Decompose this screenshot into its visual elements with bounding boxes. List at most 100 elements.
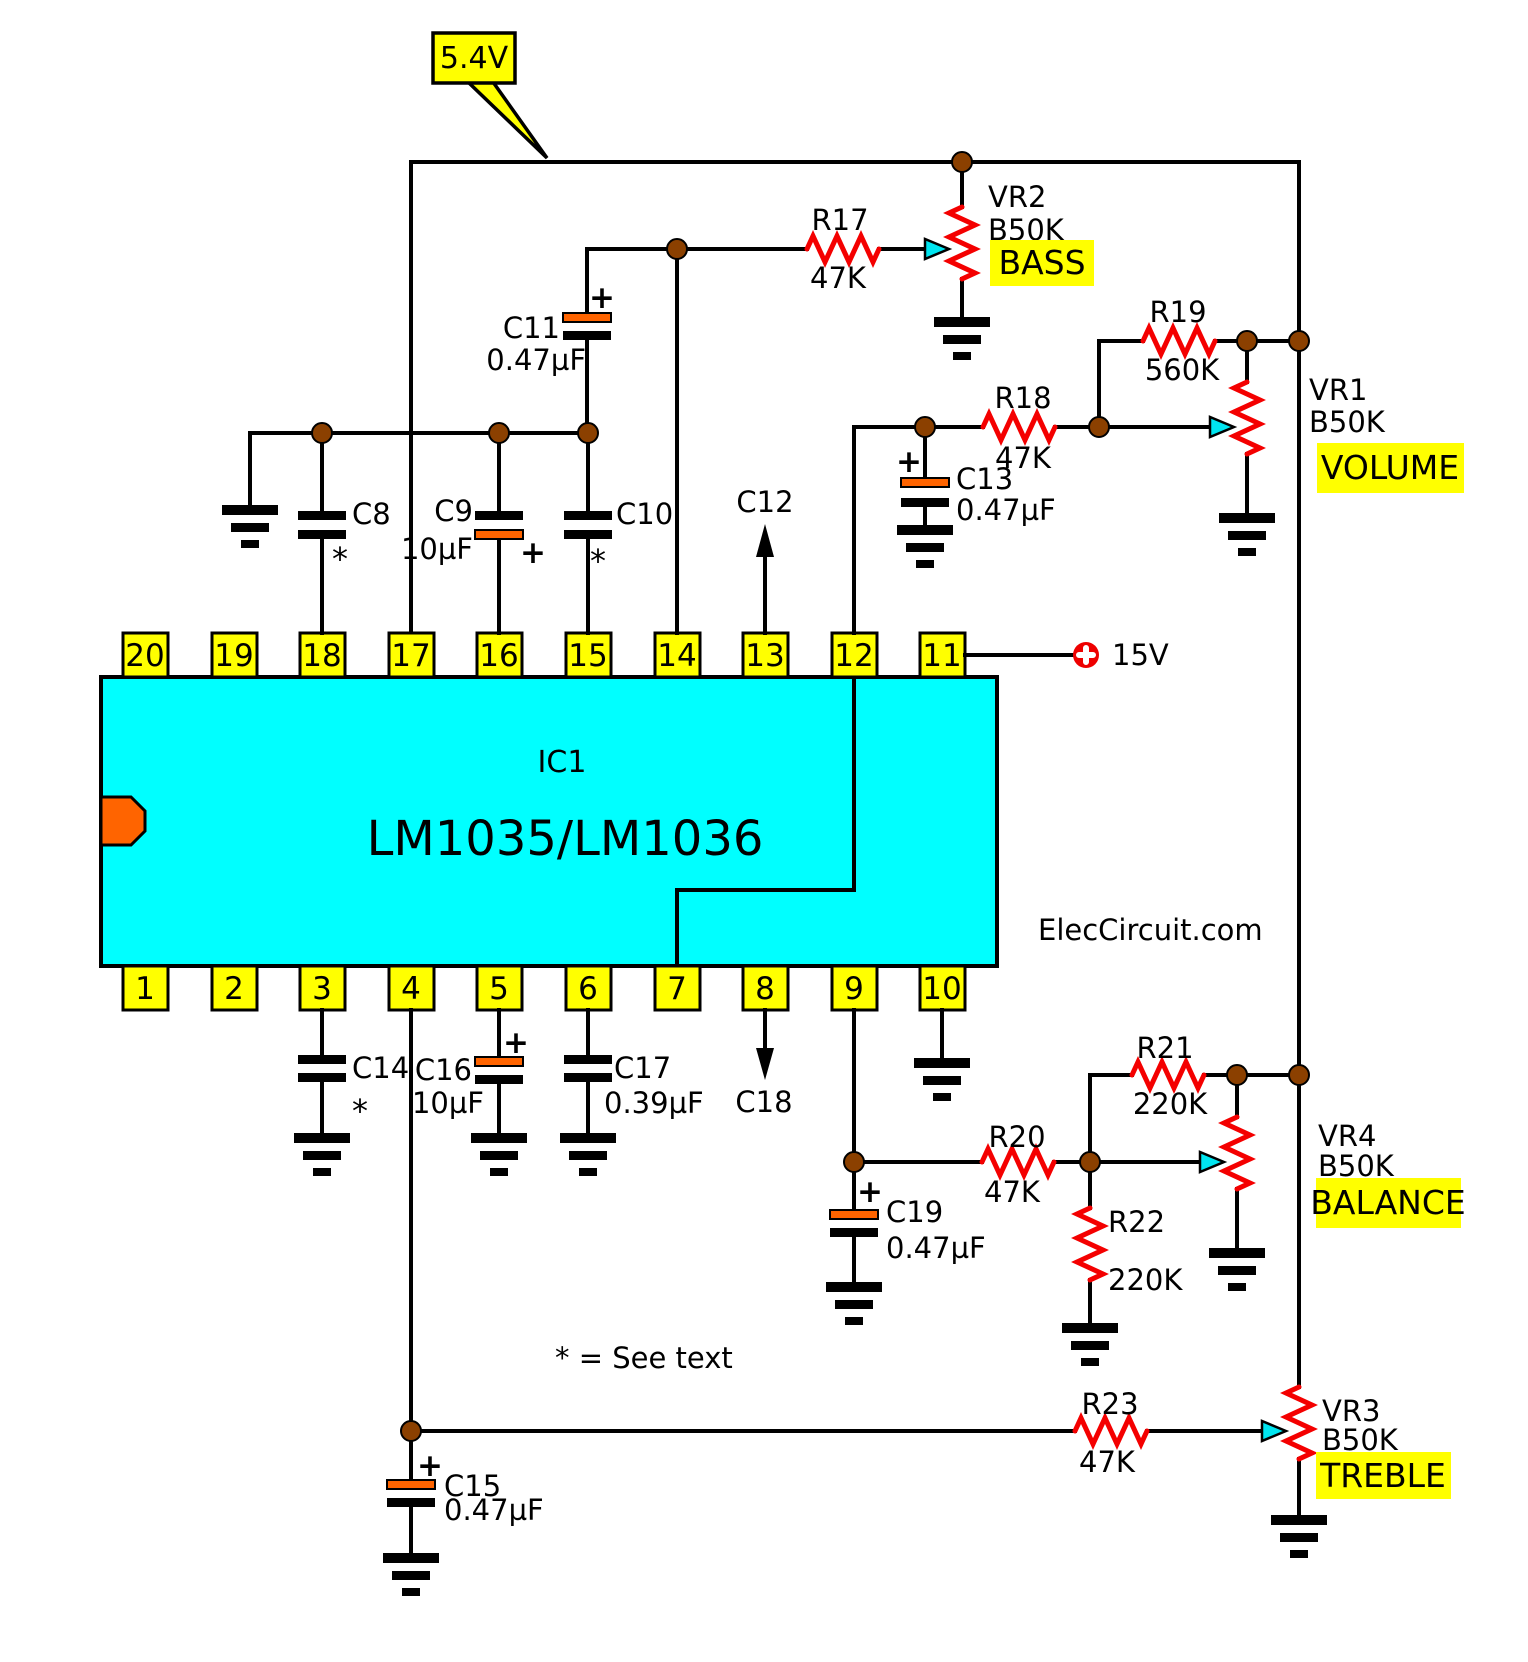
callout-box [431, 31, 517, 85]
resistor-r21: R21 220K [1088, 1031, 1301, 1164]
bypass-bus [222, 431, 590, 548]
ic-ref: IC1 [538, 745, 587, 780]
r20-ref: R20 [988, 1120, 1045, 1154]
pot-vr3-treble: VR3 B50K TREBLE [1260, 1387, 1451, 1558]
vr1-value: B50K [1309, 405, 1386, 439]
ic-pin-8: 8 [741, 964, 790, 1012]
c11-polarity: + [589, 280, 615, 316]
pin-number: 10 [922, 971, 961, 1007]
ic-part-number: LM1035/LM1036 [367, 811, 764, 867]
capacitor-c15: + C15 0.47µF [383, 1008, 544, 1596]
supply-15v: 15V [963, 638, 1169, 672]
capacitor-c14: C14 * [294, 1008, 409, 1176]
c19-value: 0.47µF [886, 1231, 986, 1265]
capacitor-c17: C17 0.39µF [560, 1008, 704, 1176]
pin-number: 2 [224, 971, 244, 1007]
ic-pin-19: 19 [210, 631, 259, 679]
capacitor-c11: + C11 0.47µF [486, 247, 679, 435]
down-arrow-icon [756, 1048, 774, 1080]
c12-ref: C12 [736, 485, 793, 519]
r18-value: 47K [995, 441, 1052, 475]
supply-bus-wires [409, 160, 1301, 1389]
bass-highlight [990, 240, 1094, 286]
pin-number: 11 [922, 638, 961, 674]
c13-ref: C13 [956, 462, 1013, 496]
pin-number: 18 [302, 638, 341, 674]
vr3-ref: VR3 [1322, 1394, 1380, 1428]
pin-number: 6 [578, 971, 598, 1007]
c14-note: * [352, 1092, 368, 1130]
r21-value: 220K [1133, 1087, 1208, 1121]
ic-pin1-notch-icon [99, 795, 147, 847]
pin-number: 1 [135, 971, 155, 1007]
ic-pin-6: 6 [564, 964, 613, 1012]
ic-pin-10: 10 [918, 964, 967, 1012]
plus-glyph [1076, 645, 1096, 665]
ic-pin-1: 1 [121, 964, 170, 1012]
balance-label: BALANCE [1310, 1183, 1466, 1222]
c16-ref: C16 [415, 1053, 472, 1087]
c8-note: * [332, 540, 348, 578]
c15-value: 0.47µF [444, 1493, 544, 1527]
callout-voltage-text: 5.4V [440, 41, 509, 76]
c13-polarity: + [896, 444, 922, 480]
c11-leads [585, 247, 679, 435]
pin-number: 8 [755, 971, 775, 1007]
pin-number: 4 [401, 971, 421, 1007]
volume-highlight [1317, 443, 1464, 493]
junction-dots [311, 151, 1310, 1442]
capacitor-c18: C18 [735, 1008, 793, 1119]
balance-highlight [1316, 1178, 1461, 1228]
pin-number: 20 [125, 638, 164, 674]
pin-number: 12 [834, 638, 873, 674]
c11-ref: C11 [503, 311, 560, 345]
c13-value: 0.47µF [956, 493, 1056, 527]
bass-label: BASS [998, 243, 1085, 282]
pin-number: 17 [391, 638, 430, 674]
pin10-ground [914, 1008, 970, 1101]
capacitor-c12: C12 [736, 485, 794, 635]
pin-number: 7 [667, 971, 687, 1007]
pin-number: 3 [312, 971, 332, 1007]
resistor-r19: R19 560K [1097, 295, 1301, 429]
r22-value: 220K [1108, 1263, 1183, 1297]
pot-vr2-bass: VR2 B50K BASS [923, 160, 1094, 360]
c9-polarity: + [520, 535, 546, 571]
c15-ref: C15 [444, 1469, 501, 1503]
r17-ref: R17 [811, 203, 868, 237]
ic-pin-9: 9 [830, 964, 879, 1012]
ic-pin-11: 11 [918, 631, 967, 679]
capacitor-c8: C8 * [298, 431, 391, 635]
pin-number: 9 [844, 971, 864, 1007]
c15-polarity: + [417, 1448, 443, 1484]
vr3-value: B50K [1322, 1423, 1399, 1457]
ic-bottom-pins: 1 2 3 4 5 6 7 8 9 10 [121, 964, 967, 1012]
pin12-to-pin7-wire [675, 675, 856, 968]
c10-ref: C10 [616, 497, 673, 531]
capacitor-c13: + C13 0.47µF [852, 425, 1056, 635]
bus-wire [248, 431, 590, 507]
r18-ref: R18 [994, 381, 1051, 415]
c16-polarity: + [503, 1025, 529, 1061]
r21-wires [1088, 1073, 1301, 1164]
c10-note: * [590, 542, 606, 580]
treble-label: TREBLE [1319, 1456, 1446, 1495]
resistor-r23: R23 47K [409, 1387, 1282, 1479]
see-text-note: * = See text [555, 1341, 733, 1375]
resistor-r22: R22 220K [1062, 1160, 1183, 1366]
r20-value: 47K [984, 1175, 1041, 1209]
r19-ref: R19 [1149, 295, 1206, 329]
r22-ref: R22 [1108, 1205, 1165, 1239]
pot-vr1-volume: VR1 B50K VOLUME [1208, 339, 1464, 556]
ic-pin-3: 3 [298, 964, 347, 1012]
r23-value: 47K [1079, 1445, 1136, 1479]
r19-value: 560K [1145, 353, 1220, 387]
watermark: ElecCircuit.com [1038, 913, 1263, 947]
ic-pin-7: 7 [653, 964, 702, 1012]
volume-label: VOLUME [1321, 448, 1459, 487]
c18-ref: C18 [735, 1085, 792, 1119]
ic-pin-12: 12 [830, 631, 879, 679]
ic-pin-5: 5 [475, 964, 524, 1012]
